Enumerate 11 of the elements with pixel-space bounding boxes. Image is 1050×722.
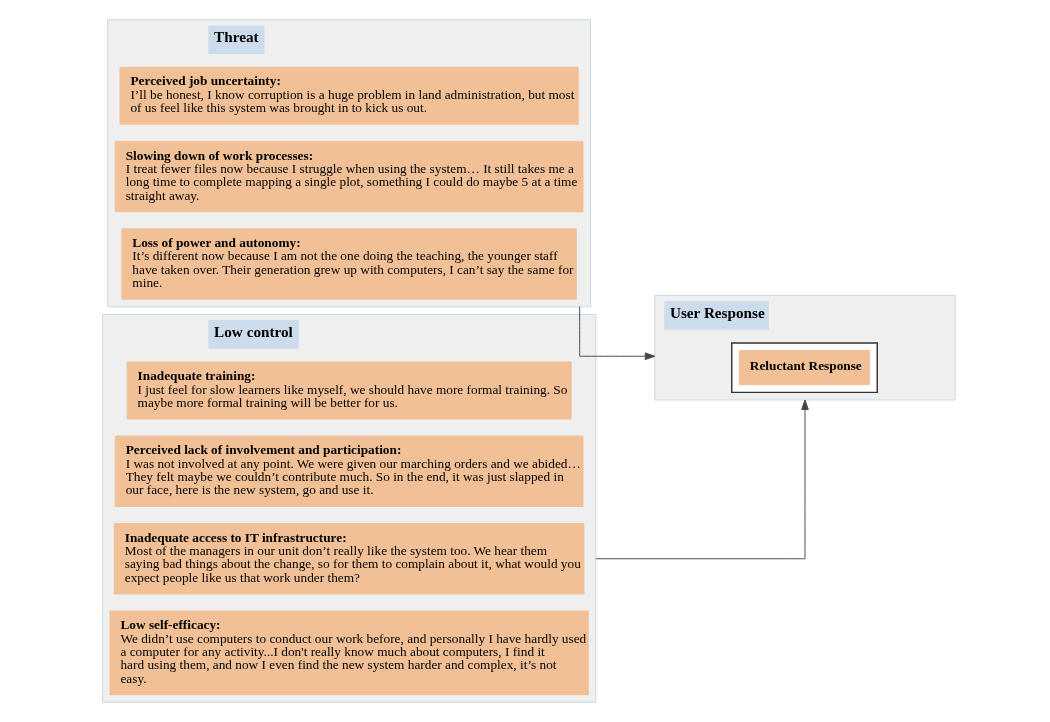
node-box: Perceived job uncertainty: I’ll be honest, I know corruption is a huge problem in land administration, but most of us feel like this system was brought in to kick us out.: [119, 66, 579, 125]
node-box: Slowing down of work processes: I treat fewer files now because I struggle when using the system… It still takes me a long time to complete mapping a single plot, something I could do maybe 5 at a time straight away.: [114, 140, 584, 213]
node-box: Reluctant Response: [738, 350, 871, 386]
arrow: [579, 306, 656, 361]
node-box: Low self-efficacy: We didn’t use computers to conduct our work before, and personally I have hardly used a computer for any activity...I don't really know much about computers, I find it hard using them, and now I even find the new system harder and complex, it’s not easy.: [109, 610, 589, 696]
arrow: [595, 399, 809, 560]
cluster: [731, 342, 878, 394]
node-box: Inadequate training: I just feel for slow learners like myself, we should have more formal training. So maybe more formal training will be better for us.: [126, 361, 572, 420]
node-box: Inadequate access to IT infrastructure: Most of the managers in our unit don’t really like the system too. We hear them saying bad things about the change, so for them to complain about it, what would you expect people like us that work under them?: [113, 523, 585, 595]
node-box: Perceived lack of involvement and participation: I was not involved at any point. We were given our marching orders and we abided… They felt maybe we couldn’t contribute much. So in the end, it was just slapped in our face, here is the new system, go and use it.: [114, 435, 584, 507]
node-box: Loss of power and autonomy: It’s different now because I am not the one doing the teaching, the younger staff have taken over. Their generation grew up with computers, I can’t say the same for mine.: [121, 228, 577, 300]
